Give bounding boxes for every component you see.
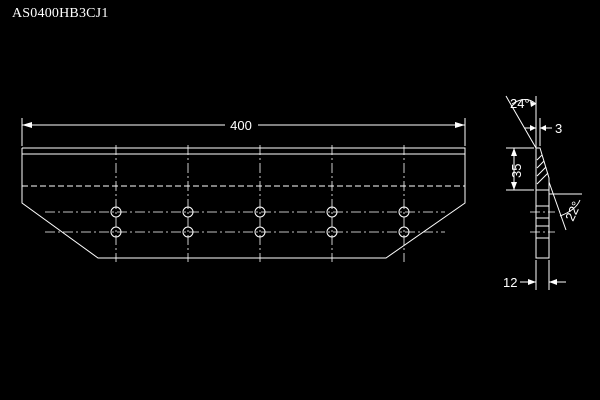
mounting-hole (110, 226, 122, 238)
mounting-holes (110, 206, 410, 238)
drawing-title: AS0400HB3CJ1 (12, 6, 109, 21)
bevel-hatching (536, 154, 549, 185)
mounting-hole (398, 226, 410, 238)
side-view: 24° 3 35 22° 12 (503, 95, 584, 290)
mounting-hole (182, 206, 194, 218)
bevel-angle-label: 24° (510, 96, 530, 111)
length-dimension: 400 (21, 118, 466, 146)
mounting-hole (326, 206, 338, 218)
mounting-hole (398, 206, 410, 218)
blade-outline (21, 147, 466, 259)
mounting-hole (254, 226, 266, 238)
side-profile (535, 147, 550, 259)
edge-angle-label: 22° (562, 199, 584, 223)
mounting-hole (182, 226, 194, 238)
front-view (21, 145, 466, 262)
tip-label: 3 (555, 121, 562, 136)
length-label: 400 (230, 118, 252, 133)
thickness-label: 12 (503, 275, 517, 290)
side-hole-marks (530, 205, 555, 239)
mounting-hole (326, 226, 338, 238)
vertical-centerlines (115, 145, 405, 262)
height-label: 35 (509, 164, 524, 178)
mounting-hole (110, 206, 122, 218)
mounting-hole (254, 206, 266, 218)
